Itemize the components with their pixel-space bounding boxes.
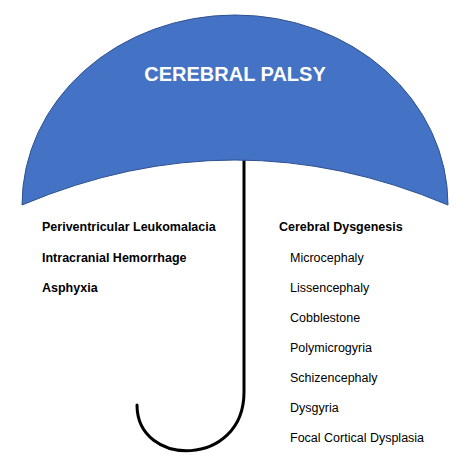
- subtype-label: Schizencephaly: [290, 371, 378, 385]
- canopy-outline: [22, 15, 448, 205]
- category-label: Asphyxia: [42, 281, 98, 295]
- category-label: Periventricular Leukomalacia: [42, 220, 216, 234]
- subtype-label: Cobblestone: [290, 311, 360, 325]
- subtype-label: Polymicrogyria: [290, 341, 372, 355]
- umbrella-shaft: [137, 160, 244, 451]
- canopy-shape: [20, 8, 450, 208]
- umbrella-canopy: CEREBRAL PALSY: [20, 8, 450, 208]
- subtype-label: Microcephaly: [290, 251, 364, 265]
- category-label: Cerebral Dysgenesis: [279, 220, 403, 234]
- subtype-label: Focal Cortical Dysplasia: [290, 431, 424, 445]
- canopy-title: CEREBRAL PALSY: [20, 63, 450, 86]
- category-label: Intracranial Hemorrhage: [42, 251, 187, 265]
- subtype-label: Dysgyria: [290, 401, 339, 415]
- subtype-label: Lissencephaly: [290, 281, 369, 295]
